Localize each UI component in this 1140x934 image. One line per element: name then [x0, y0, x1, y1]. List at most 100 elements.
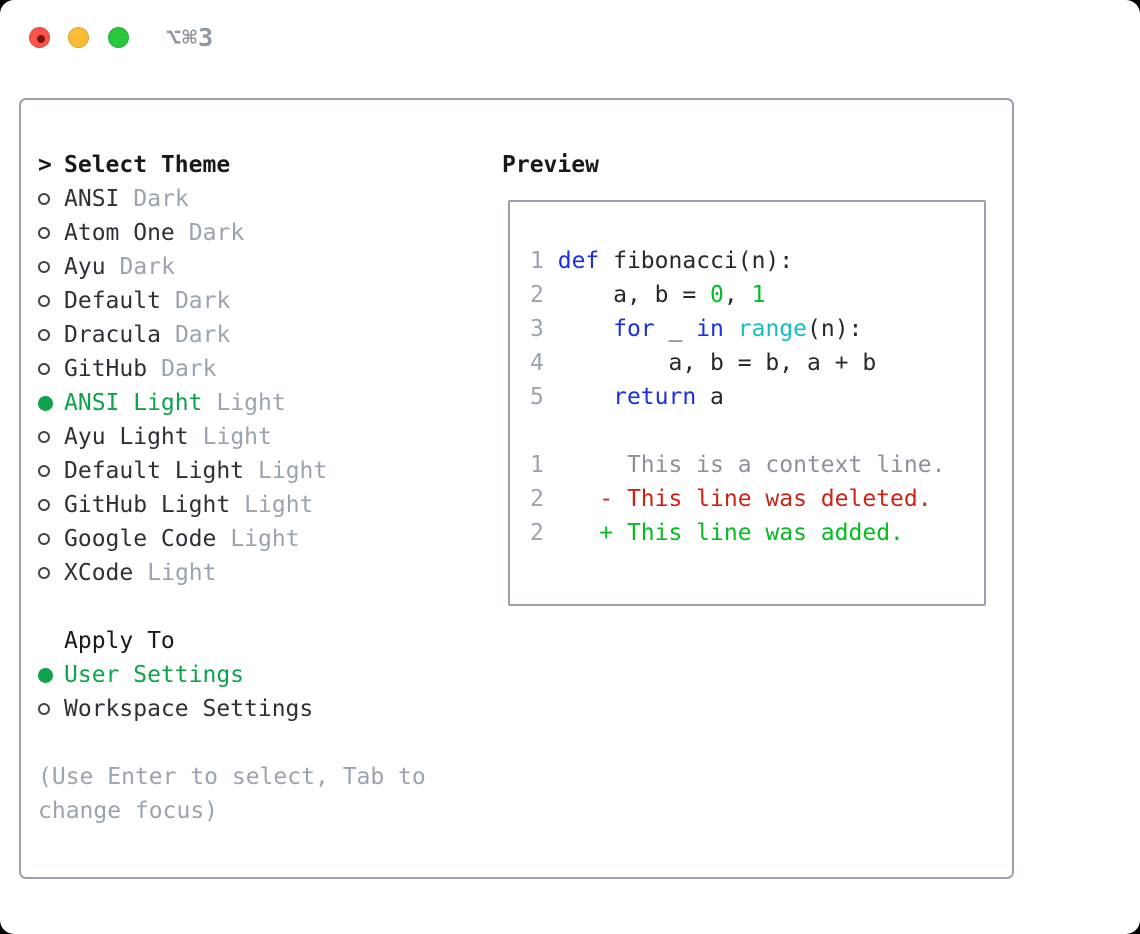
radio-unselected-icon	[38, 295, 50, 307]
radio-icon	[38, 193, 64, 205]
radio-unselected-icon	[38, 431, 50, 443]
radio-unselected-icon	[38, 533, 50, 545]
theme-list-title: Select Theme	[64, 152, 231, 178]
theme-name: ANSI	[64, 186, 120, 212]
code-line: 3 for _ in range(n):	[530, 312, 984, 346]
theme-name: Atom One	[64, 220, 175, 246]
theme-name: GitHub	[64, 356, 148, 382]
line-number: 1	[530, 248, 544, 274]
line-number: 5	[530, 384, 544, 410]
theme-name: ANSI Light	[64, 390, 203, 416]
theme-item-ansi[interactable]: ANSI Dark	[38, 182, 493, 216]
token-fg	[544, 248, 558, 274]
token-added: + This line was added.	[543, 520, 904, 546]
radio-unselected-icon	[38, 465, 50, 477]
radio-icon	[38, 295, 64, 307]
code-line	[530, 414, 984, 448]
theme-variant-badge: Dark	[119, 254, 175, 280]
radio-unselected-icon	[38, 703, 50, 715]
close-button[interactable]	[29, 27, 50, 48]
token-fg	[724, 316, 738, 342]
radio-icon	[38, 363, 64, 375]
code-content: for _ in range(n):	[544, 316, 863, 342]
window-title: ⌥⌘3	[166, 23, 215, 52]
token-kw: return	[613, 384, 697, 410]
pointer-icon: >	[38, 152, 52, 178]
line-number: 2	[530, 520, 544, 546]
radio-icon	[38, 567, 64, 579]
code-content: - This line was deleted.	[543, 486, 932, 512]
theme-item-ayu[interactable]: Ayu Dark	[38, 250, 493, 284]
radio-selected-icon	[38, 667, 53, 683]
theme-name: GitHub Light	[64, 492, 231, 518]
token-fg: fibonacci(n):	[599, 248, 794, 274]
minimize-button[interactable]	[68, 27, 89, 48]
code-preview: 1 def fibonacci(n): 2 a, b = 0, 1 3 for _ …	[530, 244, 984, 550]
code-line: 5 return a	[530, 380, 984, 414]
code-content: + This line was added.	[544, 520, 904, 546]
token-deleted: - This line was deleted.	[543, 486, 932, 512]
radio-unselected-icon	[38, 499, 50, 511]
radio-unselected-icon	[38, 193, 50, 205]
radio-icon	[38, 703, 64, 715]
token-num: 1	[751, 282, 766, 308]
radio-unselected-icon	[38, 261, 50, 273]
code-content: def fibonacci(n):	[544, 248, 793, 274]
code-line: 2 - This line was deleted.	[530, 482, 984, 516]
apply-option-workspace-settings[interactable]: Workspace Settings	[38, 692, 493, 726]
token-fg: _	[654, 316, 697, 342]
zoom-button[interactable]	[108, 27, 129, 48]
token-fg	[544, 384, 613, 410]
radio-icon	[38, 261, 64, 273]
theme-name: Ayu Light	[64, 424, 189, 450]
token-kw: in	[696, 316, 724, 342]
code-content: This is a context line.	[544, 452, 946, 478]
radio-selected-icon	[38, 395, 53, 411]
theme-name: Ayu	[64, 254, 106, 280]
radio-icon	[38, 499, 64, 511]
theme-variant-badge: Light	[244, 492, 314, 518]
theme-name: Google Code	[64, 526, 217, 552]
theme-list-header-row: > Select Theme	[38, 148, 493, 182]
radio-unselected-icon	[38, 329, 50, 341]
title-bar: ⌥⌘3	[0, 0, 1140, 75]
apply-option-user-settings[interactable]: User Settings	[38, 658, 493, 692]
apply-to-header-row: Apply To	[38, 624, 493, 658]
radio-unselected-icon	[38, 567, 50, 579]
line-number: 4	[530, 350, 544, 376]
code-line: 1 def fibonacci(n):	[530, 244, 984, 278]
theme-item-github[interactable]: GitHub Dark	[38, 352, 493, 386]
line-number: 2	[530, 486, 544, 512]
token-kw: def	[557, 248, 600, 274]
preview-pane: 1 def fibonacci(n): 2 a, b = 0, 1 3 for _ …	[508, 200, 986, 606]
token-builtin: range	[737, 316, 808, 342]
token-fg	[544, 316, 613, 342]
theme-variant-badge: Dark	[161, 356, 217, 382]
theme-name: Default Light	[64, 458, 245, 484]
token-fg: a, b = b, a + b	[543, 350, 877, 376]
theme-item-github-light[interactable]: GitHub Light Light	[38, 488, 493, 522]
radio-unselected-icon	[38, 363, 50, 375]
code-content: a, b = 0, 1	[544, 282, 766, 308]
help-hint: (Use Enter to select, Tab to change focu…	[38, 764, 426, 824]
theme-name: XCode	[64, 560, 134, 586]
theme-name: Dracula	[64, 322, 161, 348]
token-fg: (n):	[807, 316, 863, 342]
theme-variant-badge: Dark	[133, 186, 189, 212]
code-line: 1 This is a context line.	[530, 448, 984, 482]
code-content: return a	[544, 384, 724, 410]
apply-to-title: Apply To	[64, 628, 175, 654]
